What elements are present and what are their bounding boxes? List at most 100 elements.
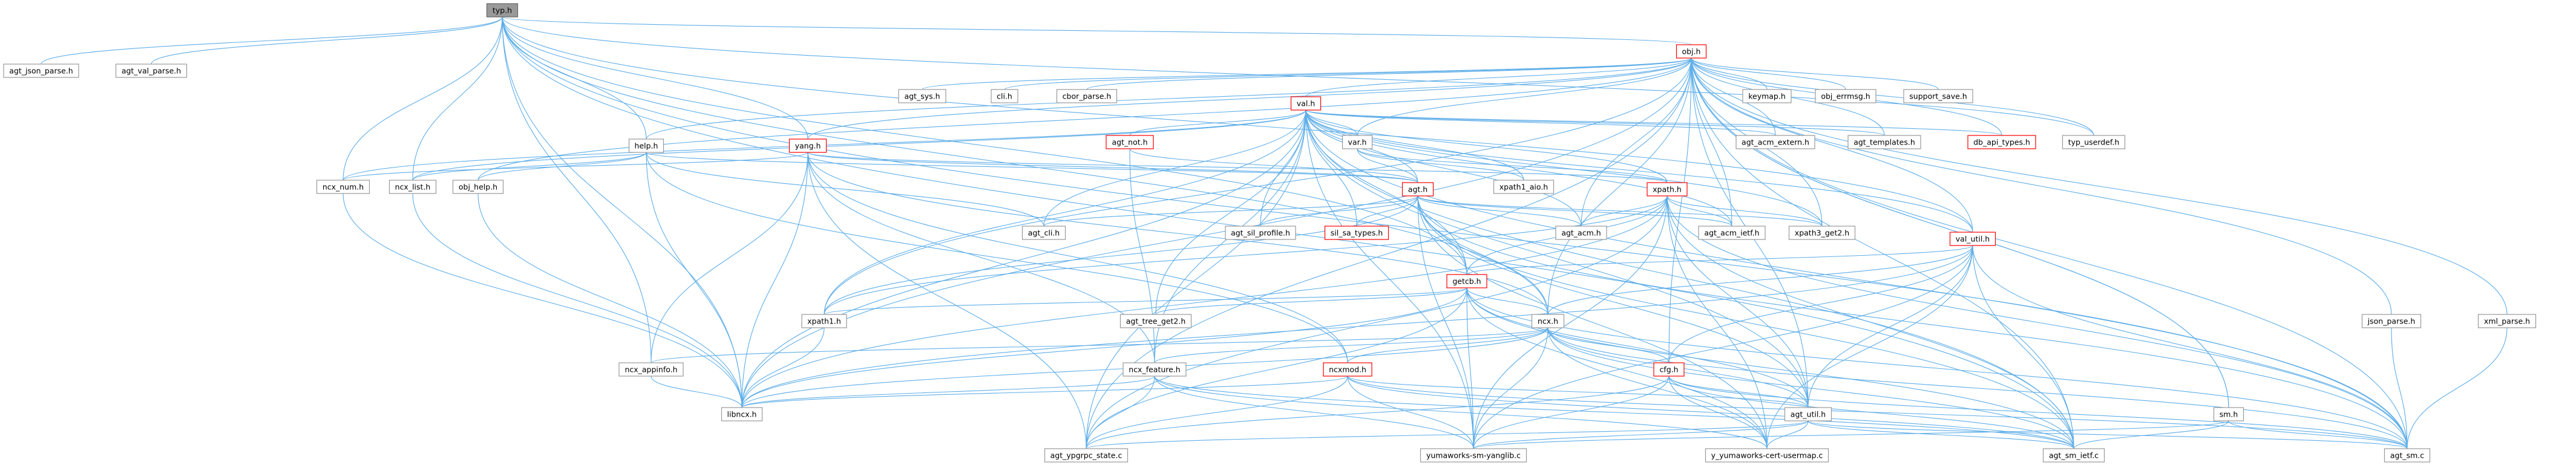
edge-val-h-to-agt-acm-h <box>1305 109 1582 227</box>
node-y-yumaworks-cert-usermap-c[interactable]: y_yumaworks-cert-usermap.c <box>1705 448 1829 463</box>
edge-val-util-h-to-cfg-h <box>1668 245 1973 363</box>
edge-xpath-h-to-agt-util-h <box>1667 195 1809 408</box>
node-obj-errmsg-h[interactable]: obj_errmsg.h <box>1815 89 1876 103</box>
node-db-api-types-h[interactable]: db_api_types.h <box>1967 135 2036 149</box>
edge-obj-h-to-support-save-h <box>1691 57 1939 90</box>
edge-val-h-to-agt-cli-h <box>1043 109 1306 227</box>
node-typ-h[interactable]: typ.h <box>486 3 519 18</box>
node-agt-tree-get2-h[interactable]: agt_tree_get2.h <box>1119 314 1192 328</box>
node-ncxmod-h[interactable]: ncxmod.h <box>1323 362 1372 377</box>
edge-val-h-to-agt-acm-extern-h <box>1305 109 1776 136</box>
node-label: agt_val_parse.h <box>122 67 181 76</box>
edge-agt-h-to-agt-acm-ietf-h <box>1417 195 1732 227</box>
node-agt-not-h[interactable]: agt_not.h <box>1106 135 1154 149</box>
node-libncx-h[interactable]: libncx.h <box>721 407 763 421</box>
edge-sm-h-to-agt-sm-ietf-c <box>2073 420 2229 449</box>
edge-agt-h-to-agt-sil-profile-h <box>1260 195 1418 227</box>
edge-typ-h-to-ncx-h <box>502 16 1549 315</box>
node-yang-h[interactable]: yang.h <box>788 138 827 153</box>
node-getcb-h[interactable]: getcb.h <box>1446 274 1487 288</box>
edge-obj-h-to-typ-userdef-h <box>1691 57 2094 136</box>
edge-ncx-h-to-ncx-appinfo-h <box>651 327 1549 363</box>
edge-xml-parse-h-to-agt-sm-c <box>2407 327 2508 449</box>
edge-cfg-h-to-agt-ypgrpc-state-c <box>1086 376 1670 449</box>
node-cli-h[interactable]: cli.h <box>991 89 1018 103</box>
edge-obj-h-to-agt-sm-c <box>1691 57 2408 449</box>
edge-agt-h-to-agt-acm-h <box>1417 195 1582 227</box>
edge-xpath-h-to-libncx-h <box>741 195 1668 408</box>
node-xpath1-aio-h[interactable]: xpath1_aio.h <box>1493 180 1555 194</box>
node-cfg-h[interactable]: cfg.h <box>1653 362 1685 377</box>
edge-xpath-h-to-agt-sm-ietf-c <box>1667 195 2074 449</box>
node-val-h[interactable]: val.h <box>1290 96 1322 111</box>
node-agt-h[interactable]: agt.h <box>1401 182 1434 197</box>
node-help-h[interactable]: help.h <box>628 138 664 153</box>
node-ncx-feature-h[interactable]: ncx_feature.h <box>1122 362 1187 377</box>
node-typ-userdef-h[interactable]: typ_userdef.h <box>2062 135 2126 149</box>
node-yumaworks-sm-yanglib-c[interactable]: yumaworks-sm-yanglib.c <box>1420 448 1527 463</box>
node-ncx-list-h[interactable]: ncx_list.h <box>388 180 437 194</box>
node-agt-cli-h[interactable]: agt_cli.h <box>1021 226 1066 240</box>
edge-getcb-h-to-ncx-h <box>1466 287 1549 315</box>
edge-agt-util-h-to-agt-sm-ietf-c <box>1807 420 2074 449</box>
node-ncx-num-h[interactable]: ncx_num.h <box>316 180 370 194</box>
node-label: agt_sm_ietf.c <box>2049 451 2099 460</box>
node-agt-acm-ietf-h[interactable]: agt_acm_ietf.h <box>1698 226 1766 240</box>
node-json-parse-h[interactable]: json_parse.h <box>2361 314 2422 328</box>
node-ncx-h[interactable]: ncx.h <box>1531 314 1565 328</box>
node-xpath-h[interactable]: xpath.h <box>1647 182 1688 197</box>
edge-xpath-h-to-agt-ypgrpc-state-c <box>1086 195 1668 449</box>
node-agt-util-h[interactable]: agt_util.h <box>1784 407 1832 421</box>
node-agt-sm-ietf-c[interactable]: agt_sm_ietf.c <box>2042 448 2105 463</box>
node-agt-sil-profile-h[interactable]: agt_sil_profile.h <box>1225 226 1296 240</box>
node-agt-acm-h[interactable]: agt_acm.h <box>1555 226 1607 240</box>
node-sil-sa-types-h[interactable]: sil_sa_types.h <box>1324 226 1389 240</box>
node-support-save-h[interactable]: support_save.h <box>1903 89 1973 103</box>
node-label: db_api_types.h <box>1973 138 2030 147</box>
node-label: agt_sys.h <box>904 92 940 101</box>
node-agt-val-parse-h[interactable]: agt_val_parse.h <box>115 63 188 78</box>
edge-ncxmod-h-to-yumaworks-sm-yanglib-c <box>1347 376 1474 449</box>
node-label: typ.h <box>493 6 512 15</box>
node-label: help.h <box>635 141 658 151</box>
node-ncx-appinfo-h[interactable]: ncx_appinfo.h <box>618 362 684 377</box>
edge-ncx-feature-h-to-libncx-h <box>741 376 1155 408</box>
node-label: agt_templates.h <box>1853 138 1915 147</box>
node-xml-parse-h[interactable]: xml_parse.h <box>2477 314 2537 328</box>
edge-yang-h-to-ncx-num-h <box>342 152 808 181</box>
edge-val-util-h-to-getcb-h <box>1466 245 1973 275</box>
edge-help-h-to-libncx-h <box>646 152 742 408</box>
node-label: obj_help.h <box>459 183 497 192</box>
edge-getcb-h-to-agt-sm-ietf-c <box>1466 287 2074 449</box>
node-obj-h[interactable]: obj.h <box>1676 44 1707 59</box>
edge-help-h-to-agt-h <box>646 152 1418 183</box>
node-agt-acm-extern-h[interactable]: agt_acm_extern.h <box>1735 135 1815 149</box>
node-label: agt_sm.c <box>2390 451 2424 460</box>
edge-var-h-to-xpath-h <box>1357 148 1668 183</box>
edge-obj-h-to-libncx-h <box>741 57 1692 408</box>
edge-var-h-to-xpath1-aio-h <box>1357 148 1524 181</box>
node-agt-json-parse-h[interactable]: agt_json_parse.h <box>3 63 79 78</box>
node-agt-sys-h[interactable]: agt_sys.h <box>898 89 946 103</box>
node-cbor-parse-h[interactable]: cbor_parse.h <box>1056 89 1118 103</box>
node-xpath3-get2-h[interactable]: xpath3_get2.h <box>1788 226 1856 240</box>
edge-ncxmod-h-to-agt-sm-c <box>1347 376 2408 449</box>
edge-obj-h-to-xpath1-h <box>824 57 1692 315</box>
edge-ncx-h-to-ncx-feature-h <box>1154 327 1549 363</box>
node-val-util-h[interactable]: val_util.h <box>1949 232 1996 246</box>
node-var-h[interactable]: var.h <box>1342 135 1373 149</box>
edge-val-h-to-xpath1-h <box>824 109 1306 315</box>
edge-var-h-to-agt-h <box>1357 148 1418 183</box>
edge-ncx-h-to-agt-sm-ietf-c <box>1547 327 2074 449</box>
node-obj-help-h[interactable]: obj_help.h <box>452 180 504 194</box>
node-label: cbor_parse.h <box>1063 92 1112 101</box>
edge-obj-h-to-xml-parse-h <box>1691 57 2508 315</box>
edge-yang-h-to-ncxmod-h <box>807 152 1348 363</box>
node-agt-ypgrpc-state-c[interactable]: agt_ypgrpc_state.c <box>1044 448 1129 463</box>
node-agt-sm-c[interactable]: agt_sm.c <box>2384 448 2431 463</box>
node-keymap-h[interactable]: keymap.h <box>1742 89 1792 103</box>
edge-agt-h-to-agt-sm-ietf-c <box>1417 195 2074 449</box>
node-agt-templates-h[interactable]: agt_templates.h <box>1847 135 1921 149</box>
node-sm-h[interactable]: sm.h <box>2213 407 2244 421</box>
node-xpath1-h[interactable]: xpath1.h <box>801 314 847 328</box>
